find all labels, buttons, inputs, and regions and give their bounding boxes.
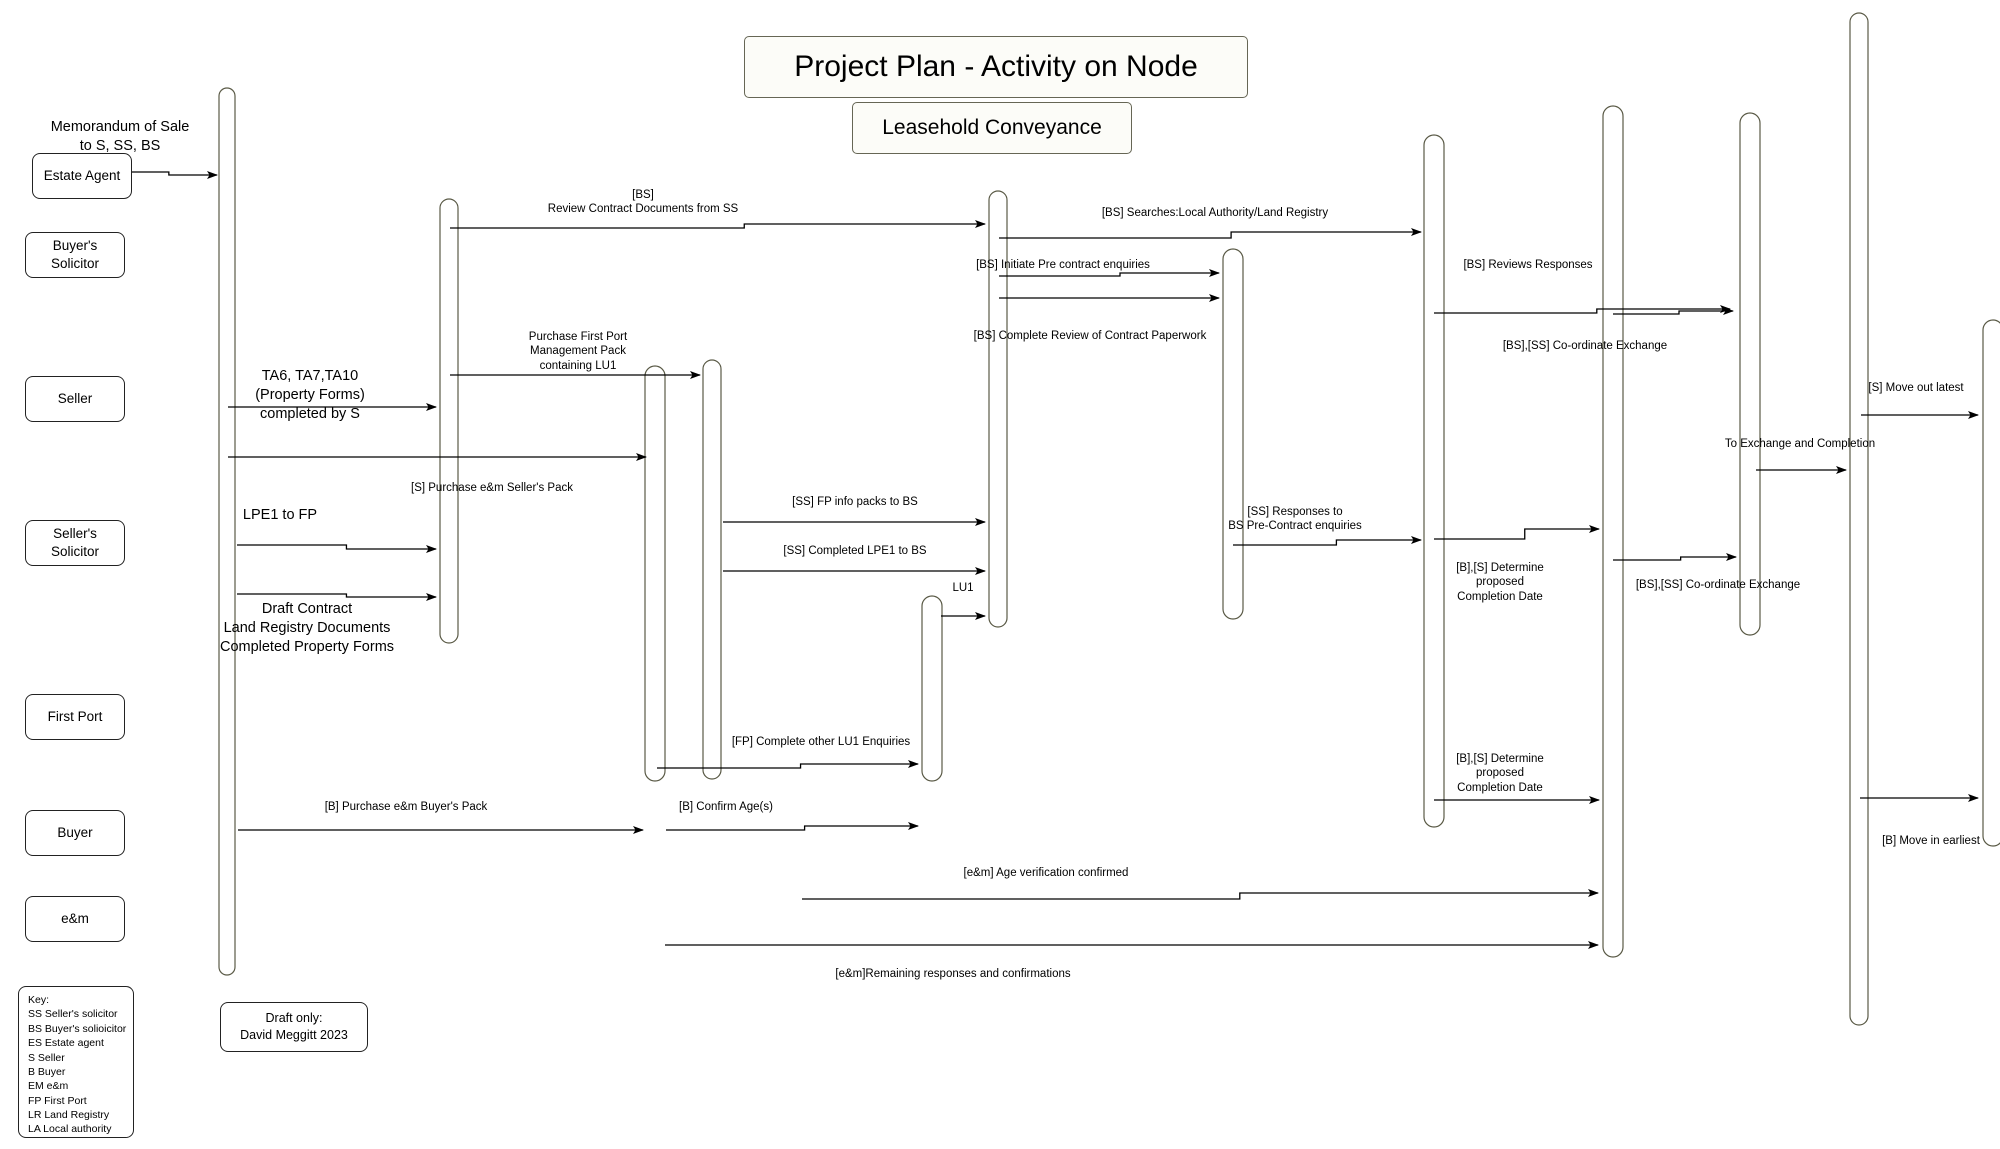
pre-contract-lifeline [1222,248,1244,620]
bs-initiate-pre-contract-label: [BS] Initiate Pre contract enquiries [976,259,1150,271]
key-entry: ES Estate agent [28,1037,104,1050]
actor-label: Estate Agent [43,167,121,183]
draft-note: Draft only: David Meggitt 2023 [220,1002,368,1052]
bs-ss-coordinate-exchange-top-label: [BS],[SS] Co-ordinate Exchange [1502,340,1668,352]
actor-box-first-port[interactable]: First Port [25,694,125,740]
b-confirm-ages-label: [B] Confirm Age(s) [679,801,773,813]
bs-ss-coordinate-exchange-bottom-arrow [1613,553,1737,561]
key-entry: B Buyer [28,1065,66,1078]
em-age-verification-confirmed-label: [e&m] Age verification confirmed [963,867,1129,879]
key-entry: FP First Port [28,1094,87,1107]
memorandum-of-sale-label: Memorandum of Sale to S, SS, BS [50,119,190,154]
actor-box-seller[interactable]: Seller [25,376,125,422]
actor-box-estate-agent[interactable]: Estate Agent [32,153,132,199]
exchange-lifeline [1423,134,1445,828]
ss-completed-lpe1-to-bs-label: [SS] Completed LPE1 to BS [783,545,927,557]
b-purchase-em-buyers-pack-label: [B] Purchase e&m Buyer's Pack [324,801,488,813]
bs-searches-arrow [999,228,1422,239]
bs-ss-coordinate-exchange-top-arrow [1613,307,1734,315]
to-exchange-and-completion-label: To Exchange and Completion [1724,438,1876,450]
b-s-determine-completion-date-top-label: [B],[S] Determine proposed Completion Da… [1456,562,1544,603]
key-entry: LR Land Registry [28,1109,110,1121]
purchase-first-port-pack-label: Purchase First Port Management Pack cont… [528,331,628,372]
actor-label: Seller [57,390,93,406]
b-confirm-ages-arrow [666,822,919,831]
key-heading: Key: [28,994,50,1006]
lu1-message-label: LU1 [952,582,974,594]
bs-reviews-responses-label: [BS] Reviews Responses [1463,259,1593,271]
bs-initiate-pre-contract-arrow [999,269,1220,277]
key-entry: SS Seller's solicitor [28,1008,118,1021]
key-entry: LA Local authority [28,1123,112,1136]
review-contract-documents-arrow [450,220,986,229]
estate-agent-lifeline [218,87,236,976]
draft-contract-documents-arrow [237,593,437,601]
bs-ss-coordinate-exchange-bottom-label: [BS],[SS] Co-ordinate Exchange [1635,579,1801,591]
s-move-out-latest-label: [S] Move out latest [1868,382,1964,394]
ta-property-forms-label: TA6, TA7,TA10 (Property Forms) completed… [255,368,365,422]
actor-box-seller-s-solicitor[interactable]: Seller's Solicitor [25,520,125,566]
ss-fp-info-packs-to-bs-label: [SS] FP info packs to BS [792,496,918,508]
actor-label: Seller's Solicitor [50,525,99,559]
key-entry: S Seller [28,1051,65,1064]
completion-lifeline [1739,112,1761,636]
actor-box-buyer-s-solicitor[interactable]: Buyer's Solicitor [25,232,125,278]
actor-box-buyer[interactable]: Buyer [25,810,125,856]
page-subtitle: Leasehold Conveyance [852,102,1132,154]
actor-label: Buyer [57,824,93,840]
b-s-determine-completion-date-top-arrow [1434,525,1600,540]
buyer-solicitor-lifeline [988,190,1008,628]
actor-label: e&m [61,910,89,926]
seller-solicitor-lifeline [702,359,722,780]
em-remaining-responses-label: [e&m]Remaining responses and confirmatio… [835,968,1071,980]
lpe1-to-fp-label: LPE1 to FP [242,507,318,523]
fp-complete-other-lu1-arrow [657,760,919,769]
ss-responses-pre-contract-arrow [1233,536,1422,546]
em-age-verification-confirmed-arrow [802,889,1599,900]
b-move-in-earliest-label: [B] Move in earliest [1882,835,1980,847]
move-in-lifeline [1982,319,2000,847]
lifelines-layer [218,12,2000,1026]
page-title: Project Plan - Activity on Node [744,36,1248,98]
review-contract-documents-label: [BS] Review Contract Documents from SS [547,189,739,216]
move-lifeline [1849,12,1869,1026]
actor-box-e-m[interactable]: e&m [25,896,125,942]
coordinate-lifeline [1602,105,1624,958]
s-purchase-em-sellers-pack-label: [S] Purchase e&m Seller's Pack [411,482,573,494]
arrows-layer [110,171,1979,949]
lpe1-to-fp-arrow [237,544,437,553]
bs-reviews-responses-arrow [1434,305,1731,314]
ss-responses-pre-contract-label: [SS] Responses to BS Pre-Contract enquir… [1228,506,1362,533]
draft-contract-documents-label: Draft Contract Land Registry Documents C… [219,601,395,655]
actor-label: Buyer's Solicitor [50,237,99,271]
lu1-lifeline [921,595,943,782]
first-port-lifeline [644,365,666,782]
b-s-determine-completion-date-bottom-label: [B],[S] Determine proposed Completion Da… [1456,753,1544,794]
seller-lifeline [439,198,459,644]
bs-complete-review-label: [BS] Complete Review of Contract Paperwo… [973,330,1207,342]
fp-complete-other-lu1-label: [FP] Complete other LU1 Enquiries [731,736,911,748]
key-entry: BS Buyer's solioicitor [28,1022,127,1035]
bs-searches-label: [BS] Searches:Local Authority/Land Regis… [1101,207,1329,219]
memorandum-of-sale-arrow [110,171,218,179]
actor-label: First Port [47,708,103,724]
key-entry: EM e&m [28,1080,69,1093]
